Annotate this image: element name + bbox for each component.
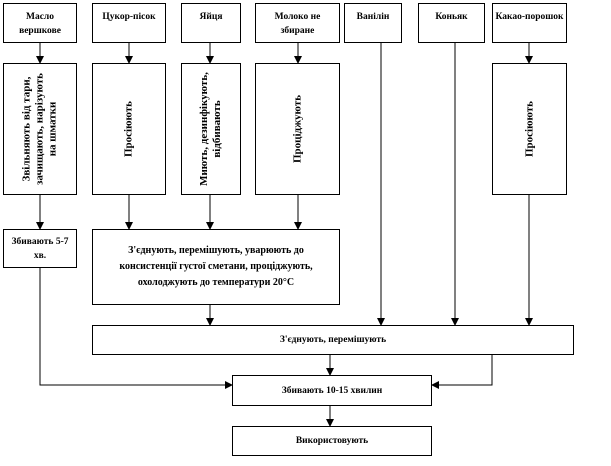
step-label: Збивають 5-7 хв. xyxy=(11,236,69,261)
ingredient-butter: Масло вершкове xyxy=(3,3,77,43)
step-label: З'єднують, перемішують xyxy=(279,335,387,345)
step-label: Використовують xyxy=(295,436,369,446)
ingredient-sugar: Цукор-пісок xyxy=(92,3,166,43)
ingredient-label: Коньяк xyxy=(435,12,468,22)
prep-cocoa: Просіюють xyxy=(492,63,567,195)
prep-label: Миють, дезинфікують, відбивають xyxy=(198,72,223,186)
prep-eggs: Миють, дезинфікують, відбивають xyxy=(181,63,241,195)
ingredient-label: Масло вершкове xyxy=(19,12,61,36)
ingredient-eggs: Яйця xyxy=(181,3,241,43)
ingredient-milk: Молоко не збиране xyxy=(255,3,340,43)
prep-butter: Звільняють від тари, зачищають, нарізуют… xyxy=(3,63,77,195)
step-combine: З'єднують, перемішують xyxy=(92,325,574,355)
prep-label: Просіюють xyxy=(523,101,535,157)
step-whip-butter: Збивають 5-7 хв. xyxy=(3,229,77,268)
ingredient-label: Цукор-пісок xyxy=(102,12,156,22)
prep-sugar: Просіюють xyxy=(92,63,166,195)
step-label: Збивають 10-15 хвилин xyxy=(281,385,383,396)
ingredient-cocoa: Какао-порошок xyxy=(492,3,567,43)
step-syrup: З'єднують, перемішують, уварюють до конс… xyxy=(92,229,340,305)
arrow-butter-final xyxy=(39,268,233,389)
step-use: Використовують xyxy=(232,426,432,456)
step-whip-final: Збивають 10-15 хвилин xyxy=(232,375,432,406)
ingredient-cognac: Коньяк xyxy=(418,3,485,43)
ingredient-label: Яйця xyxy=(199,12,223,22)
prep-label: Звільняють від тари, зачищають, нарізуют… xyxy=(20,73,59,185)
prep-milk: Проціджують xyxy=(255,63,340,195)
ingredient-label: Какао-порошок xyxy=(495,12,564,22)
ingredient-label: Ванілін xyxy=(356,12,390,22)
prep-label: Проціджують xyxy=(291,94,303,164)
ingredient-label: Молоко не збиране xyxy=(274,12,321,36)
prep-label: Просіюють xyxy=(122,101,135,157)
ingredient-vanillin: Ванілін xyxy=(344,3,402,43)
arrow-combine-right-final xyxy=(431,355,493,389)
step-label: З'єднують, перемішують, уварюють до конс… xyxy=(119,245,313,288)
